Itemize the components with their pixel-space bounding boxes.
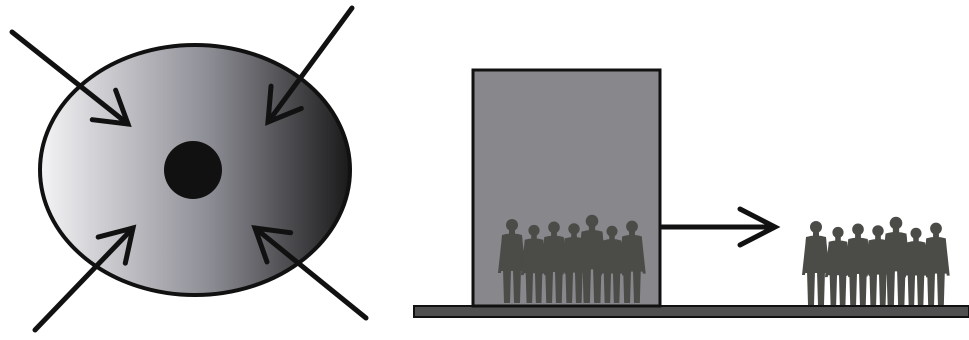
person-silhouette: [922, 223, 949, 305]
right-arrow-icon: [662, 209, 775, 245]
people-group-icon: [802, 217, 950, 305]
person-silhouette: [802, 221, 830, 305]
compression-diagram: [12, 8, 366, 330]
dense-core-dot-icon: [164, 141, 222, 199]
outflow-diagram: [414, 70, 969, 317]
ground-bar: [414, 306, 969, 317]
